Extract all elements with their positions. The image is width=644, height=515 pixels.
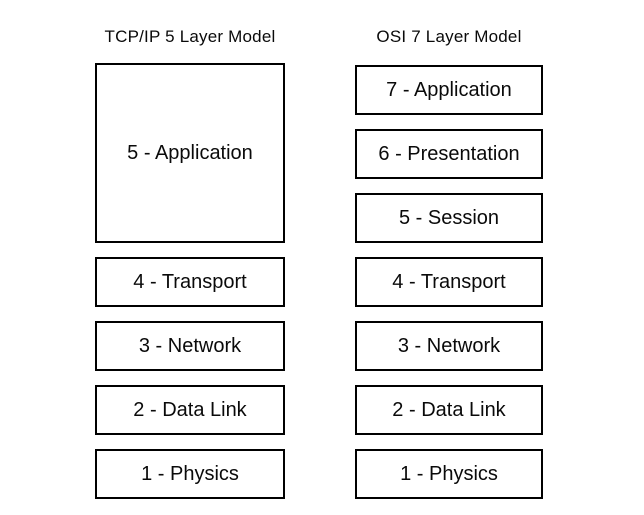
osi-layer-presentation-box: 6 - Presentation: [355, 129, 543, 179]
osi-layer-presentation-label: 6 - Presentation: [378, 142, 520, 165]
tcpip-layer-application-label: 5 - Application: [127, 141, 253, 164]
tcpip-layer-network-box: 3 - Network: [95, 321, 285, 371]
osi-layer-physics-box: 1 - Physics: [355, 449, 543, 499]
tcpip-layer-datalink-label: 2 - Data Link: [133, 398, 247, 421]
osi-layer-network-box: 3 - Network: [355, 321, 543, 371]
tcpip-layer-datalink-box: 2 - Data Link: [95, 385, 285, 435]
tcpip-layer-transport-label: 4 - Transport: [133, 270, 247, 293]
tcpip-model-title: TCP/IP 5 Layer Model: [104, 27, 276, 46]
osi-model-title: OSI 7 Layer Model: [376, 27, 522, 46]
osi-layer-datalink-label: 2 - Data Link: [392, 398, 506, 421]
tcpip-layer-network-label: 3 - Network: [138, 334, 242, 357]
osi-layer-transport-label: 4 - Transport: [392, 270, 506, 293]
osi-layer-physics-label: 1 - Physics: [400, 462, 498, 485]
osi-layer-session-box: 5 - Session: [355, 193, 543, 243]
tcpip-layer-application-box: 5 - Application: [95, 63, 285, 243]
osi-layer-application-label: 7 - Application: [386, 78, 512, 101]
tcpip-layer-transport-box: 4 - Transport: [95, 257, 285, 307]
osi-layer-datalink-box: 2 - Data Link: [355, 385, 543, 435]
osi-layer-network-label: 3 - Network: [397, 334, 501, 357]
tcpip-layer-physics-label: 1 - Physics: [141, 462, 239, 485]
tcpip-layer-physics-box: 1 - Physics: [95, 449, 285, 499]
osi-layer-application-box: 7 - Application: [355, 65, 543, 115]
osi-layer-session-label: 5 - Session: [398, 206, 500, 229]
osi-layer-transport-box: 4 - Transport: [355, 257, 543, 307]
